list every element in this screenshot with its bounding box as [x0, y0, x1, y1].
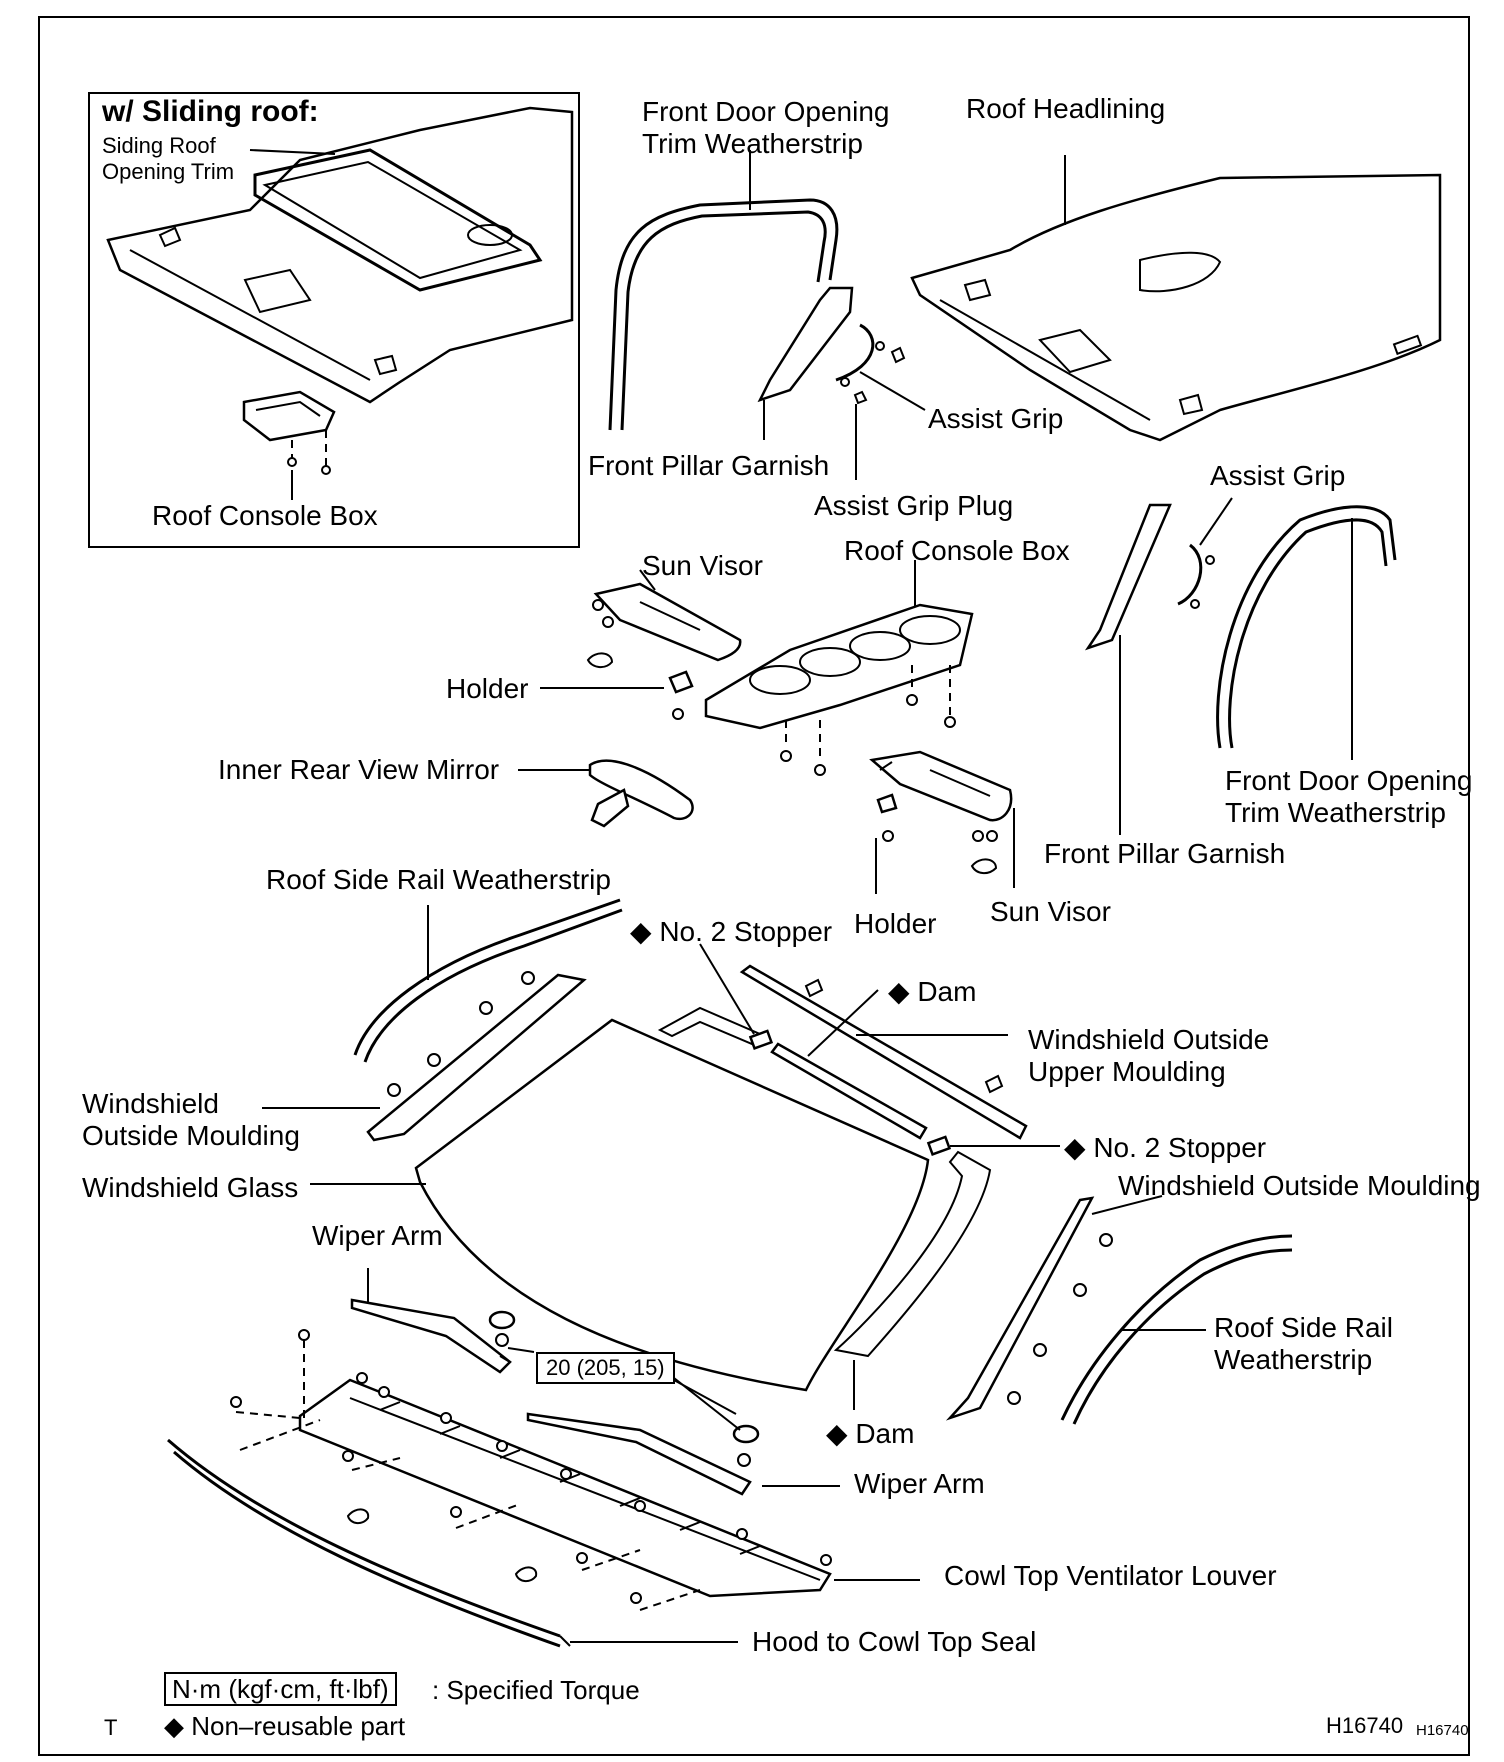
inset-title: w/ Sliding roof: [102, 95, 319, 128]
label-front-door-trim-top-line1: Front Door Opening [642, 96, 890, 127]
legend-side-mark: T [104, 1715, 118, 1740]
label-holder-bottom: Holder [854, 908, 937, 939]
label-roof-side-rail-top: Roof Side Rail Weatherstrip [266, 864, 611, 895]
front-pillar-garnish-top-drawing [757, 286, 854, 440]
hood-seal-drawing [167, 1438, 738, 1648]
label-dam-top: ◆ Dam [888, 976, 977, 1007]
label-assist-grip-right: Assist Grip [1210, 460, 1346, 491]
label-front-door-trim-right-line2: Trim Weatherstrip [1225, 797, 1446, 828]
label-ws-upper-moulding-line1: Windshield Outside [1028, 1024, 1270, 1055]
figure-id-small: H16740 [1416, 1722, 1469, 1739]
wiper-arm-bottom-drawing [526, 1377, 840, 1496]
label-roof-console-box-inset: Roof Console Box [152, 500, 378, 531]
label-ws-outside-moulding-right: Windshield Outside Moulding [1118, 1170, 1481, 1201]
roof-side-rail-left-drawing [353, 898, 623, 1063]
cowl-louver-drawing [230, 1329, 920, 1611]
label-ws-upper-moulding-line2: Upper Moulding [1028, 1056, 1226, 1087]
label-front-pillar-garnish-right: Front Pillar Garnish [1044, 838, 1286, 869]
no2-stopper-right-drawing [926, 1135, 952, 1156]
label-hood-seal: Hood to Cowl Top Seal [752, 1626, 1037, 1657]
no2-stopper-top-drawing [748, 1029, 774, 1050]
label-wiper-arm-bottom: Wiper Arm [854, 1468, 985, 1499]
roof-headlining-drawing [910, 155, 1442, 442]
label-roof-console-box: Roof Console Box [844, 535, 1070, 566]
label-roof-side-rail-right-line2: Weatherstrip [1214, 1344, 1373, 1375]
inset-headlining-drawing [106, 106, 574, 500]
ws-outside-moulding-left-drawing [262, 971, 587, 1142]
label-siding-roof-line2: Opening Trim [102, 159, 235, 184]
legend-torque-unit: N·m (kgf·cm, ft·lbf) [164, 1672, 397, 1706]
inner-rear-view-mirror-drawing [518, 759, 694, 828]
inset-roof-console-box-drawing [242, 390, 336, 442]
label-roof-headlining: Roof Headlining [966, 93, 1166, 124]
label-holder-top: Holder [446, 673, 529, 704]
label-no2-stopper-top: ◆ No. 2 Stopper [630, 916, 833, 947]
label-wiper-arm-top: Wiper Arm [312, 1220, 443, 1251]
label-windshield-glass: Windshield Glass [82, 1172, 299, 1203]
label-dam-bottom: ◆ Dam [826, 1418, 915, 1449]
ws-outside-moulding-right-drawing [945, 1195, 1163, 1421]
holder-bottom-drawing [875, 793, 898, 894]
label-front-door-trim-right-line1: Front Door Opening [1225, 765, 1473, 796]
front-door-trim-top-drawing [608, 150, 839, 431]
sun-visor-top-drawing [586, 569, 742, 668]
label-inner-rear-view-mirror: Inner Rear View Mirror [218, 754, 500, 785]
label-front-door-trim-top-line2: Trim Weatherstrip [642, 128, 863, 159]
figure-id-main: H16740 [1326, 1713, 1404, 1738]
label-ws-outside-moulding-left-line2: Outside Moulding [82, 1120, 300, 1151]
sliding-roof-opening-trim-drawing [253, 148, 543, 292]
label-front-pillar-garnish-top: Front Pillar Garnish [588, 450, 830, 481]
torque-spec-box: 20 (205, 15) [536, 1352, 675, 1384]
roof-side-rail-right-drawing [1060, 1234, 1293, 1425]
ws-upper-moulding-drawing [739, 964, 1028, 1140]
roof-console-box-drawing [704, 560, 974, 776]
assist-grip-right-drawing [1177, 497, 1233, 609]
label-ws-outside-moulding-left-line1: Windshield [82, 1088, 219, 1119]
assist-grip-top-drawing [835, 323, 926, 480]
label-siding-roof-line1: Siding Roof [102, 133, 216, 158]
sun-visor-bottom-drawing [869, 750, 1015, 888]
windshield-glass-drawing [310, 1018, 930, 1392]
label-assist-grip-plug: Assist Grip Plug [814, 490, 1014, 521]
front-door-trim-right-drawing [1216, 505, 1397, 760]
wiper-arm-top-drawing [350, 1268, 535, 1374]
label-no2-stopper-right: ◆ No. 2 Stopper [1064, 1132, 1267, 1163]
label-sun-visor-bottom: Sun Visor [990, 896, 1111, 927]
label-roof-side-rail-right-line1: Roof Side Rail [1214, 1312, 1393, 1343]
holder-top-drawing [540, 670, 694, 720]
label-cowl-louver: Cowl Top Ventilator Louver [944, 1560, 1277, 1591]
label-assist-grip-top: Assist Grip [928, 403, 1064, 434]
legend-nonreusable: ◆ Non–reusable part [164, 1711, 406, 1741]
front-pillar-garnish-right-drawing [1084, 503, 1172, 835]
sliding-roof-inset-frame [88, 92, 580, 548]
label-sun-visor-top: Sun Visor [642, 550, 763, 581]
outer-border [38, 16, 1470, 1756]
legend-torque-desc: : Specified Torque [432, 1675, 640, 1705]
